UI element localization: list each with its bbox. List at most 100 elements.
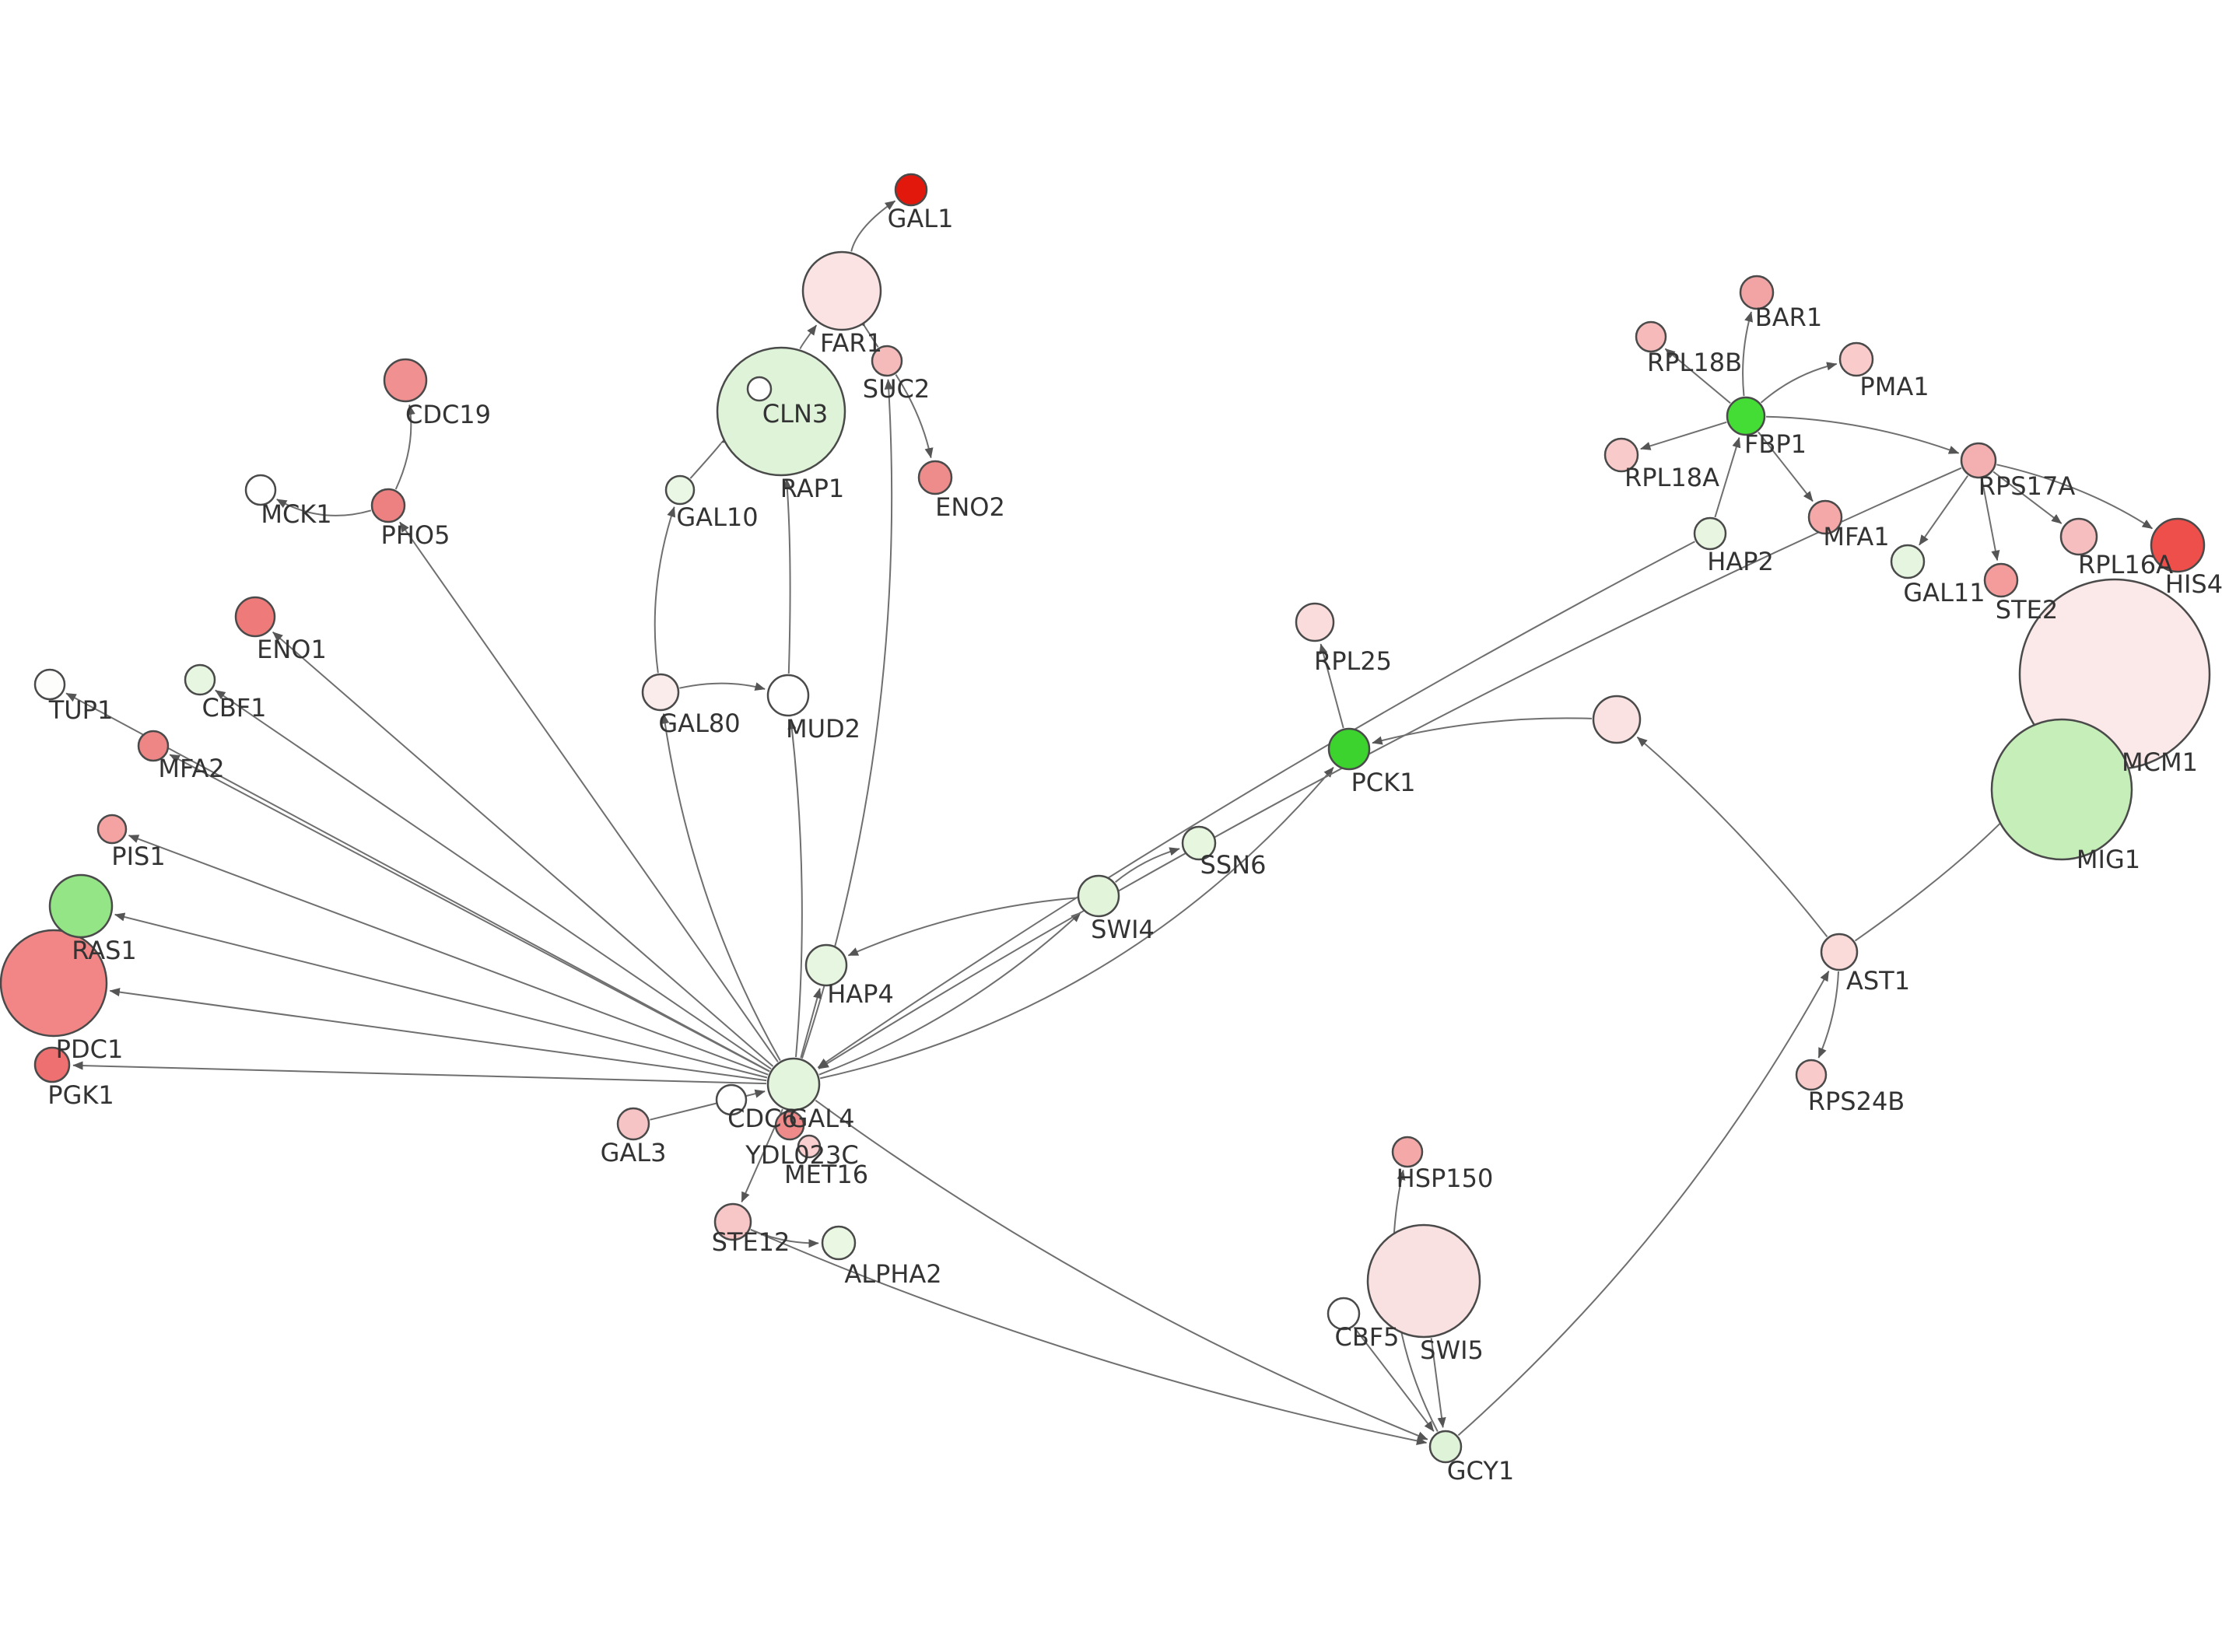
node-SSN6[interactable]: [1181, 825, 1217, 861]
node-RPS24B[interactable]: [1795, 1059, 1828, 1091]
edge-GAL4-CBF1[interactable]: [215, 689, 772, 1070]
edge-SWI4-HAP4[interactable]: [847, 897, 1078, 957]
edge-GAL4-PCK1[interactable]: [819, 766, 1334, 1080]
node-RPL18B[interactable]: [1635, 320, 1667, 353]
node-MUD2[interactable]: [766, 674, 810, 717]
node-ENO1[interactable]: [234, 596, 276, 638]
node-STE2[interactable]: [1983, 562, 2019, 598]
node-HAP4[interactable]: [804, 943, 848, 987]
node-PGK1[interactable]: [33, 1046, 71, 1083]
edge-FBP1-RPS17A[interactable]: [1765, 415, 1960, 454]
edge-RPS17A-STE2[interactable]: [1981, 478, 2000, 562]
node-CLN3[interactable]: [746, 376, 773, 402]
edge-STE12-GCY1[interactable]: [750, 1229, 1428, 1445]
edge-PHO5-CDC19[interactable]: [394, 404, 415, 490]
node-RPL25[interactable]: [1295, 602, 1335, 642]
node-NODE1[interactable]: [1592, 695, 1642, 744]
edge-GAL4-MFA2[interactable]: [169, 754, 770, 1073]
edge-SUC2-FAR1[interactable]: [856, 316, 879, 348]
edge-GAL4-PGK1[interactable]: [72, 1061, 767, 1085]
edge-SWI5-GCY1[interactable]: [1430, 1338, 1446, 1428]
edge-AST1-NODE1[interactable]: [1636, 737, 1828, 938]
edge-RPS17A-HIS4[interactable]: [1996, 464, 2153, 530]
edge-FBP1-RPL18A[interactable]: [1640, 421, 1727, 450]
edge-FBP1-BAR1[interactable]: [1742, 311, 1753, 397]
node-ALPHA2[interactable]: [821, 1225, 857, 1261]
node-PCK1[interactable]: [1327, 727, 1371, 771]
edge-RPS17A-GAL11[interactable]: [1919, 475, 1969, 546]
node-GAL1[interactable]: [894, 173, 928, 207]
edge-RAP1-FAR1[interactable]: [799, 324, 818, 350]
edge-SUC2-ENO2[interactable]: [895, 374, 934, 459]
edge-GAL80-GAL10[interactable]: [654, 506, 676, 674]
node-GAL80[interactable]: [641, 673, 680, 712]
edge-RPS17A-GAL4[interactable]: [818, 467, 1962, 1069]
edge-GAL4-GAL80[interactable]: [661, 713, 781, 1061]
edge-GAL3-GAL4[interactable]: [650, 1089, 766, 1121]
node-PIS1[interactable]: [96, 814, 128, 845]
node-GAL4[interactable]: [766, 1057, 821, 1111]
edge-GAL4-TUP1[interactable]: [65, 692, 770, 1073]
edge-GAL80-MUD2[interactable]: [679, 682, 766, 691]
node-AST1[interactable]: [1820, 933, 1859, 971]
edge-HAP2-GAL4[interactable]: [817, 541, 1695, 1069]
edge-SWI4-SSN6[interactable]: [1114, 847, 1180, 883]
node-MFA1[interactable]: [1807, 499, 1843, 535]
node-RPL16A[interactable]: [2059, 517, 2098, 556]
edge-GAL4-PHO5[interactable]: [399, 521, 779, 1062]
node-CBF5[interactable]: [1327, 1297, 1361, 1331]
edge-FBP1-PMA1[interactable]: [1760, 362, 1838, 404]
edge-GAL4-MUD2[interactable]: [787, 719, 803, 1058]
edge-GAL4-PDC1[interactable]: [109, 988, 767, 1082]
node-MET16[interactable]: [797, 1134, 822, 1159]
node-GAL3[interactable]: [616, 1107, 650, 1141]
edge-GAL4-GCY1[interactable]: [815, 1099, 1428, 1440]
edge-GAL4-PIS1[interactable]: [128, 835, 769, 1076]
edge-RPS17A-RPL16A[interactable]: [1992, 471, 2063, 524]
edge-FBP1-RPL18B[interactable]: [1664, 348, 1731, 404]
edge-GAL4-ENO1[interactable]: [272, 631, 774, 1067]
node-SUC2[interactable]: [871, 345, 903, 377]
edge-GAL4-HAP4[interactable]: [800, 988, 822, 1059]
node-CDC19[interactable]: [383, 358, 428, 403]
node-PDC1[interactable]: [0, 929, 108, 1038]
node-TUP1[interactable]: [33, 668, 66, 701]
node-YDL023C[interactable]: [774, 1110, 805, 1141]
edge-GAL10-RAP1[interactable]: [689, 434, 732, 479]
node-FAR1[interactable]: [801, 250, 882, 331]
node-STE12[interactable]: [713, 1202, 752, 1241]
edge-FBP1-MFA1[interactable]: [1758, 431, 1814, 502]
node-CBF1[interactable]: [184, 663, 216, 696]
node-SWI5[interactable]: [1366, 1223, 1481, 1339]
node-ENO2[interactable]: [917, 460, 953, 495]
node-BAR1[interactable]: [1739, 275, 1775, 310]
node-MIG1[interactable]: [1990, 718, 2133, 861]
node-GCY1[interactable]: [1428, 1430, 1463, 1464]
edge-AST1-RPS24B[interactable]: [1817, 971, 1839, 1059]
edge-HAP2-FBP1[interactable]: [1714, 437, 1741, 518]
node-RPL18A[interactable]: [1603, 437, 1639, 473]
node-RAP1[interactable]: [716, 346, 846, 477]
node-HAP2[interactable]: [1693, 516, 1727, 551]
node-CDC6[interactable]: [715, 1083, 748, 1116]
node-HSP150[interactable]: [1391, 1136, 1424, 1168]
node-SWI4[interactable]: [1077, 874, 1120, 918]
edge-FAR1-GAL1[interactable]: [850, 200, 896, 252]
node-GAL10[interactable]: [664, 474, 696, 506]
edge-GCY1-AST1[interactable]: [1457, 970, 1830, 1437]
node-FBP1[interactable]: [1726, 396, 1766, 436]
node-HIS4[interactable]: [2150, 517, 2206, 573]
node-RAS1[interactable]: [48, 873, 114, 939]
node-RPS17A[interactable]: [1960, 442, 1997, 479]
edge-PCK1-RPL25[interactable]: [1319, 643, 1344, 729]
node-MFA2[interactable]: [137, 730, 170, 762]
edge-PHO5-MCK1[interactable]: [276, 499, 372, 516]
edge-MUD2-RAP1[interactable]: [783, 478, 792, 674]
node-MCK1[interactable]: [244, 474, 277, 506]
node-GAL11[interactable]: [1890, 544, 1926, 579]
edge-GAL4-SWI4[interactable]: [818, 912, 1081, 1076]
edge-GAL4-RAS1[interactable]: [114, 912, 768, 1079]
edge-CBF5-GCY1[interactable]: [1353, 1326, 1435, 1432]
edge-NODE1-PCK1[interactable]: [1372, 717, 1593, 745]
